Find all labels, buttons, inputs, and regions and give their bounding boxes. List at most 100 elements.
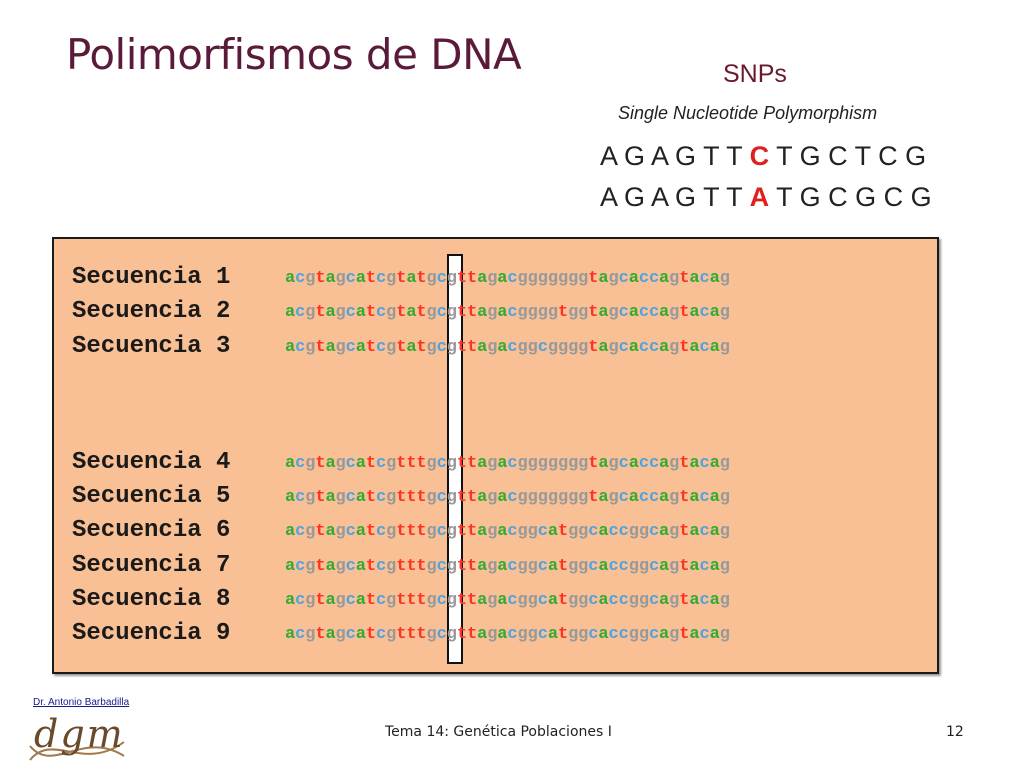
base-a: a (325, 303, 336, 322)
base-t: t (315, 338, 326, 357)
base-c: c (295, 338, 306, 357)
base-a: a (598, 557, 609, 576)
base-g: g (517, 269, 528, 288)
base-g: g (305, 303, 316, 322)
base-t: t (557, 591, 569, 610)
base-a: a (689, 625, 700, 644)
base-g: g (578, 454, 589, 473)
base-t: t (416, 488, 427, 507)
base-a: a (659, 522, 670, 541)
base-g: g (719, 488, 730, 507)
base-c: c (618, 338, 629, 357)
base-t: t (679, 488, 690, 507)
base-c: c (375, 625, 387, 644)
base-t: t (315, 454, 326, 473)
base-t: t (416, 625, 427, 644)
base-t: t (466, 488, 478, 507)
base-a: a (497, 488, 508, 507)
base-g: g (719, 338, 730, 357)
base-c: c (608, 557, 619, 576)
base-a: a (709, 591, 720, 610)
base-c: c (648, 625, 660, 644)
base-c: c (638, 269, 649, 288)
base-a: a (355, 625, 366, 644)
base-g: g (487, 303, 498, 322)
base-g: g (426, 557, 437, 576)
base-c: c (345, 522, 356, 541)
base-t: t (466, 454, 478, 473)
author-link[interactable]: Dr. Antonio Barbadilla (33, 697, 130, 708)
base-g: g (719, 303, 730, 322)
base-t: t (416, 557, 427, 576)
base-g: g (487, 625, 498, 644)
sequence-label: Secuencia 2 (72, 298, 231, 325)
base-g: g (386, 522, 397, 541)
base-g: g (426, 522, 437, 541)
alignment-panel (52, 237, 939, 674)
base-g: g (628, 557, 639, 576)
base-c: c (648, 591, 660, 610)
base-c: c (345, 269, 356, 288)
base-c: c (537, 338, 548, 357)
base-a: a (477, 522, 488, 541)
base-g: g (335, 522, 346, 541)
base-c: c (648, 269, 660, 288)
base-a: a (497, 557, 508, 576)
base-c: c (436, 338, 447, 357)
base-t: t (365, 338, 376, 357)
sequence-label: Secuencia 3 (72, 333, 231, 360)
base-t: t (365, 454, 376, 473)
base-a: a (285, 591, 296, 610)
base-t: t (396, 488, 407, 507)
footer-topic: Tema 14: Genética Poblaciones I (385, 724, 612, 740)
base-g: g (517, 557, 528, 576)
base-a: a (598, 591, 609, 610)
base-t: t (315, 303, 326, 322)
base-c: c (648, 488, 660, 507)
base-t: t (679, 269, 690, 288)
base-g: g (487, 557, 498, 576)
base-t: t (406, 522, 417, 541)
base-g: g (578, 625, 589, 644)
base-t: t (406, 454, 417, 473)
base-c: c (295, 454, 306, 473)
base-a: a (325, 625, 336, 644)
base-g: g (446, 454, 457, 473)
base-a: a (598, 338, 609, 357)
base-c: c (618, 269, 629, 288)
base-g: g (537, 303, 548, 322)
base-c: c (638, 454, 649, 473)
base-a: a (477, 303, 488, 322)
base-t: t (315, 269, 326, 288)
base-g: g (669, 303, 680, 322)
base-g: g (446, 488, 457, 507)
base-g: g (335, 557, 346, 576)
base-a: a (628, 338, 639, 357)
base-c: c (507, 338, 518, 357)
base-a: a (285, 488, 296, 507)
base-a: a (406, 303, 417, 322)
base-c: c (507, 303, 518, 322)
base-c: c (345, 625, 356, 644)
sequence-bases: acgtagcatcgtttgcgttagacgggggggtagcaccagt… (285, 454, 730, 473)
base-t: t (466, 522, 478, 541)
base-g: g (527, 303, 538, 322)
base-g: g (527, 625, 538, 644)
base-a: a (325, 338, 336, 357)
base-c: c (295, 269, 306, 288)
base-t: t (679, 454, 690, 473)
base-c: c (699, 454, 710, 473)
base-g: g (669, 488, 680, 507)
base-a: a (355, 557, 366, 576)
base-a: a (628, 454, 639, 473)
base-a: a (497, 454, 508, 473)
base-t: t (365, 625, 376, 644)
base-c: c (436, 303, 447, 322)
base-g: g (386, 625, 397, 644)
base-t: t (557, 625, 569, 644)
base-a: a (355, 522, 366, 541)
base-t: t (406, 591, 417, 610)
base-g: g (719, 557, 730, 576)
base-a: a (598, 522, 609, 541)
base-a: a (709, 522, 720, 541)
